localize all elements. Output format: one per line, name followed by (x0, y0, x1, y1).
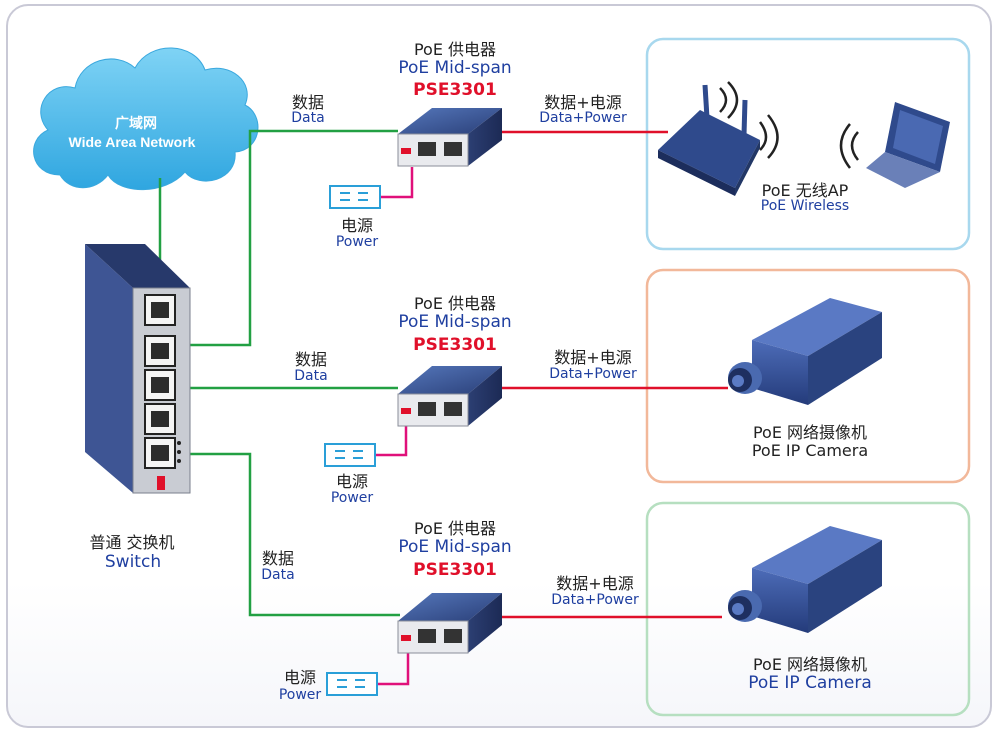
data-line-1 (183, 129, 398, 347)
injector-3-model: PSE3301 (413, 560, 497, 580)
injector-2-title-zh: PoE 供电器 (413, 294, 497, 313)
camera-2-label-en: PoE IP Camera (748, 673, 872, 693)
poe-injector-1-icon (397, 108, 502, 167)
data-label-1-zh: 数据 (291, 93, 324, 112)
injector-3-title-en: PoE Mid-span (398, 537, 512, 557)
device-box-wireless (645, 37, 971, 251)
data-power-label-3-en: Data+Power (551, 592, 639, 608)
ip-camera-2-icon (728, 526, 882, 633)
injector-3-title-zh: PoE 供电器 (413, 519, 497, 538)
power-line-3 (378, 652, 410, 686)
switch-label-zh: 普通 交换机 (89, 533, 175, 552)
camera-1-label-en: PoE IP Camera (751, 441, 869, 460)
data-power-label-2-en: Data+Power (549, 366, 637, 382)
device-box-camera-1 (645, 268, 971, 484)
camera-1-label-zh: PoE 网络摄像机 (752, 423, 868, 442)
poe-injector-2-icon (397, 366, 502, 427)
injector-2-model: PSE3301 (413, 335, 497, 355)
data-label-3-zh: 数据 (261, 549, 294, 568)
wan-title-en: Wide Area Network (68, 134, 196, 150)
power-adapter-3-icon (326, 672, 378, 696)
injector-1-title-en: PoE Mid-span (398, 58, 512, 78)
power-label-3-zh: 电源 (283, 668, 316, 687)
data-label-3-en: Data (261, 567, 295, 583)
ip-camera-1-icon (728, 298, 882, 405)
power-adapter-2-icon (324, 443, 376, 467)
power-label-1-en: Power (335, 234, 379, 250)
cloud-icon (33, 47, 259, 191)
wireless-label-zh: PoE 无线AP (761, 181, 849, 200)
switch-label-en: Switch (104, 552, 162, 572)
data-label-1-en: Data (291, 110, 325, 126)
poe-injector-3-icon (397, 593, 502, 654)
data-power-label-1-zh: 数据+电源 (544, 93, 622, 112)
wireless-router-icon (658, 81, 779, 196)
power-adapter-1-icon (329, 185, 381, 209)
power-label-2-zh: 电源 (335, 472, 368, 491)
power-line-2 (376, 426, 408, 457)
device-box-camera-2 (645, 501, 971, 717)
power-label-2-en: Power (330, 490, 374, 506)
data-power-label-2-zh: 数据+电源 (554, 348, 632, 367)
switch-device-icon (85, 244, 191, 494)
data-power-label-1-en: Data+Power (539, 110, 627, 126)
power-label-1-zh: 电源 (340, 216, 373, 235)
injector-1-title-zh: PoE 供电器 (413, 40, 497, 59)
wireless-label-en: PoE Wireless (760, 198, 850, 214)
camera-2-label-zh: PoE 网络摄像机 (752, 655, 868, 674)
wan-title-zh: 广域网 (115, 116, 157, 132)
data-label-2-en: Data (294, 368, 328, 384)
power-line-1 (381, 167, 414, 199)
power-label-3-en: Power (278, 687, 322, 703)
injector-2-title-en: PoE Mid-span (398, 312, 512, 332)
data-label-2-zh: 数据 (294, 350, 327, 369)
data-power-label-3-zh: 数据+电源 (556, 574, 634, 593)
laptop-icon (839, 102, 950, 188)
data-line-3 (183, 452, 400, 617)
injector-1-model: PSE3301 (413, 80, 497, 100)
